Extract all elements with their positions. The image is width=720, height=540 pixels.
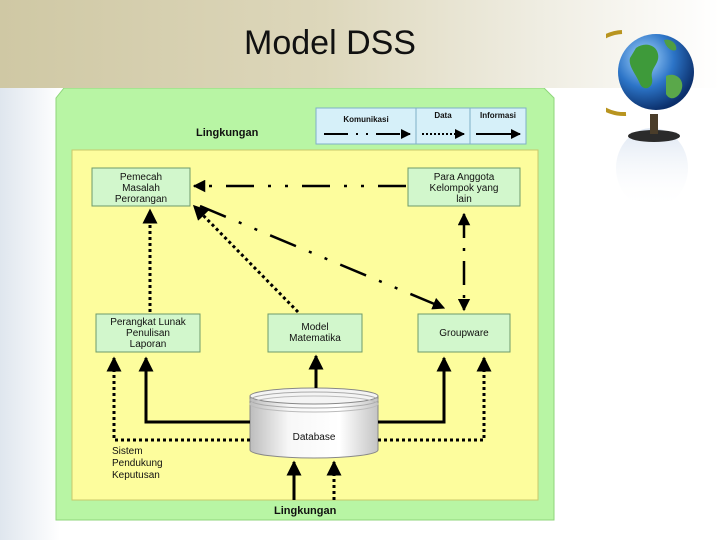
environment-top-label: Lingkungan (196, 127, 259, 139)
info-arrow-db-to-groupware (378, 356, 452, 424)
svg-text:Masalah: Masalah (122, 183, 160, 194)
environment-bottom-label: Lingkungan (274, 505, 337, 517)
svg-text:Keputusan: Keputusan (112, 470, 160, 481)
info-arrow-db-to-report (138, 356, 250, 424)
data-arrow-model-to-individual (192, 204, 300, 314)
slide-title: Model DSS (244, 24, 416, 62)
groupware-box: Groupware (417, 313, 511, 353)
svg-text:lain: lain (456, 194, 472, 205)
svg-text:Kelompok yang: Kelompok yang (430, 183, 499, 194)
svg-text:Sistem: Sistem (112, 446, 143, 457)
database-label: Database (293, 432, 336, 443)
slide-header-band (0, 0, 720, 88)
slide-side-fade (0, 88, 60, 540)
individual-problem-solver-box: Pemecah Masalah Perorangan (91, 167, 191, 207)
svg-text:Perangkat Lunak: Perangkat Lunak (110, 317, 187, 328)
database-cylinder: Database (249, 387, 379, 459)
comm-arrow-individual-to-groupware (199, 204, 446, 310)
svg-text:Matematika: Matematika (289, 333, 341, 344)
svg-text:Model: Model (301, 322, 328, 333)
svg-text:Penulisan: Penulisan (126, 328, 170, 339)
report-writer-box: Perangkat Lunak Penulisan Laporan (95, 313, 201, 353)
legend: Komunikasi Data Informasi (315, 107, 527, 145)
svg-text:Laporan: Laporan (130, 339, 167, 350)
legend-communication-label: Komunikasi (343, 115, 388, 124)
svg-text:Pemecah: Pemecah (120, 172, 162, 183)
svg-text:Groupware: Groupware (439, 328, 489, 339)
math-model-box: Model Matematika (267, 313, 363, 353)
dss-system-label: Sistem Pendukung Keputusan (112, 446, 163, 481)
dss-diagram: Lingkungan Lingkungan Komunikasi Data In… (55, 88, 555, 521)
svg-text:Perorangan: Perorangan (115, 194, 167, 205)
legend-data-label: Data (434, 111, 452, 120)
svg-text:Pendukung: Pendukung (112, 458, 163, 469)
svg-text:Para Anggota: Para Anggota (434, 172, 495, 183)
group-members-box: Para Anggota Kelompok yang lain (407, 167, 521, 207)
legend-information-label: Informasi (480, 111, 516, 120)
globe-icon (606, 30, 694, 208)
